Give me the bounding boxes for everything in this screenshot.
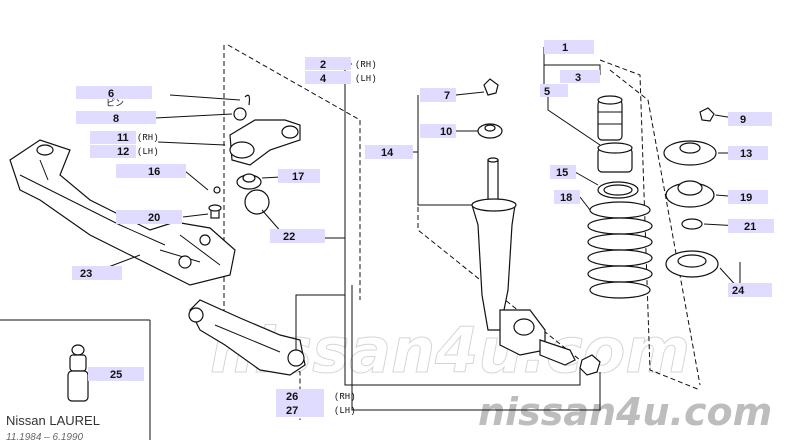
svg-text:4: 4 [320, 73, 327, 85]
callout-26[interactable]: 26 (RH) [276, 389, 356, 403]
callout-2[interactable]: 2 (RH) [305, 57, 377, 71]
svg-text:20: 20 [148, 212, 160, 224]
svg-text:2: 2 [320, 59, 326, 71]
svg-text:(LH): (LH) [355, 74, 377, 84]
callout-21[interactable]: 21 [728, 219, 774, 233]
callout-19[interactable]: 19 [728, 190, 768, 204]
callout-13[interactable]: 13 [728, 146, 768, 160]
callout-11[interactable]: 11 (RH) [90, 131, 159, 144]
callout-15[interactable]: 15 [550, 165, 576, 179]
svg-text:3: 3 [575, 72, 581, 84]
callout-12[interactable]: 12 (LH) [90, 145, 159, 158]
svg-text:12: 12 [117, 146, 129, 158]
svg-text:6: 6 [108, 88, 114, 100]
svg-text:9: 9 [740, 114, 746, 126]
watermark-corner: nissan4u.com [478, 390, 772, 434]
front-crossmember [9, 139, 236, 286]
svg-text:18: 18 [560, 192, 572, 204]
callout-1[interactable]: 1 [544, 40, 594, 54]
svg-text:1: 1 [562, 42, 568, 54]
callout-25[interactable]: 25 [88, 367, 144, 381]
upper-link-assembly [229, 94, 301, 166]
svg-text:15: 15 [556, 167, 568, 179]
strut-assembly [471, 78, 601, 376]
svg-text:10: 10 [440, 126, 452, 138]
svg-text:8: 8 [113, 113, 119, 125]
callout-24[interactable]: 24 [728, 283, 772, 297]
svg-text:24: 24 [732, 285, 745, 297]
svg-text:(LH): (LH) [334, 406, 356, 416]
callout-14[interactable]: 14 [365, 145, 413, 159]
svg-text:26: 26 [286, 391, 298, 403]
svg-text:17: 17 [292, 171, 304, 183]
group-line-spring [599, 59, 701, 391]
strut-mount-parts [663, 107, 719, 278]
group-line-right [609, 69, 701, 386]
svg-text:(RH): (RH) [334, 392, 356, 402]
callout-6[interactable]: 6 ピン [76, 86, 152, 109]
svg-text:13: 13 [740, 148, 752, 160]
callout-4[interactable]: 4 (LH) [305, 71, 377, 85]
group-line-upper [227, 44, 361, 300]
svg-text:(RH): (RH) [137, 133, 159, 143]
boot-part [67, 344, 89, 402]
callout-8[interactable]: 8 [76, 111, 156, 125]
vehicle-model: Nissan LAUREL [6, 413, 100, 428]
svg-text:16: 16 [148, 166, 160, 178]
callout-27[interactable]: 27 (LH) [276, 403, 356, 417]
svg-text:27: 27 [286, 405, 298, 417]
spring-assembly [587, 95, 653, 299]
svg-text:ピン: ピン [106, 98, 124, 109]
bushing-parts [208, 173, 270, 219]
svg-text:(LH): (LH) [137, 147, 159, 157]
svg-text:22: 22 [283, 231, 295, 243]
callout-20[interactable]: 20 [116, 210, 182, 224]
callout-3[interactable]: 3 [560, 70, 600, 84]
vehicle-production: 11.1984 – 6.1990 [6, 432, 84, 443]
callout-10[interactable]: 10 [420, 124, 456, 138]
callout-17[interactable]: 17 [278, 169, 320, 183]
svg-text:7: 7 [444, 90, 450, 102]
svg-text:(RH): (RH) [355, 60, 377, 70]
callout-7[interactable]: 7 [420, 88, 456, 102]
svg-text:25: 25 [110, 369, 122, 381]
callout-9[interactable]: 9 [728, 112, 772, 126]
callout-18[interactable]: 18 [554, 190, 580, 204]
svg-text:23: 23 [80, 268, 92, 280]
lower-control-arm [188, 299, 306, 376]
svg-text:19: 19 [740, 192, 752, 204]
callout-16[interactable]: 16 [116, 164, 186, 178]
svg-text:14: 14 [381, 147, 394, 159]
callout-23[interactable]: 23 [72, 266, 122, 280]
svg-text:21: 21 [744, 221, 756, 233]
callout-22[interactable]: 22 [270, 229, 325, 243]
svg-text:5: 5 [544, 86, 550, 98]
svg-text:11: 11 [117, 132, 129, 144]
callout-5[interactable]: 5 [540, 84, 568, 98]
